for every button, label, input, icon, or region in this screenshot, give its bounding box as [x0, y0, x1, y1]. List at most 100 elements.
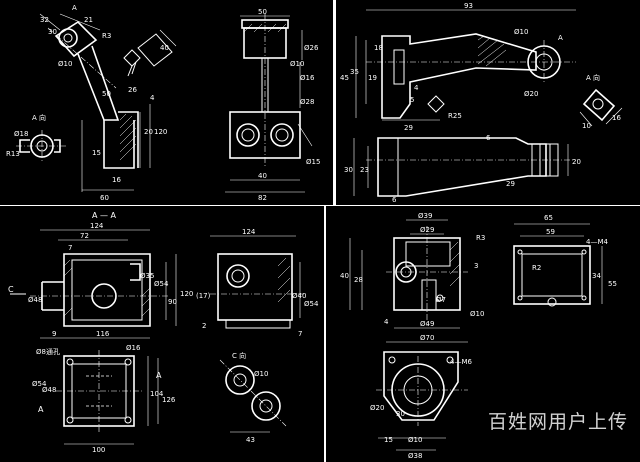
arrow-c: C — [8, 285, 14, 294]
view-a-detail — [579, 88, 623, 127]
dim-4: 4 — [384, 318, 389, 326]
dim-32: 32 — [40, 16, 49, 24]
dim-dia-38: Ø38 — [408, 452, 422, 460]
dim-dia-18: Ø18 — [14, 130, 28, 138]
dim-4: 4 — [414, 84, 419, 92]
dim-18: 18 — [374, 44, 383, 52]
dim-35: 35 — [350, 68, 359, 76]
front-view-right — [225, 14, 313, 193]
dim-dia-54: Ø54 — [154, 280, 169, 288]
dim-15: 15 — [92, 149, 101, 157]
view-a-label: A — [72, 4, 77, 12]
dim-30: 30 — [344, 166, 353, 174]
dim-9: 9 — [52, 330, 56, 338]
dim-116: 116 — [96, 330, 110, 338]
watermark: 百姓网用户上传 — [487, 411, 628, 433]
dim-2: 2 — [202, 322, 206, 330]
dim-34: 34 — [592, 272, 601, 280]
dim-dia-48b: Ø48 — [42, 386, 56, 394]
section-label: A — A — [92, 211, 117, 220]
drawing-housing: A — A 124 72 7 Ø35 Ø54 C Ø48 120 90 116 … — [8, 211, 319, 454]
dim-21: 21 — [84, 16, 93, 24]
dim-124b: 124 — [242, 228, 256, 236]
dim-dia-15: Ø15 — [306, 158, 320, 166]
dim-dia-10: Ø10 — [470, 310, 484, 318]
support-top-view — [376, 351, 468, 451]
dim-30: 30 — [396, 410, 405, 418]
dim-dia-54b: Ø54 — [32, 380, 47, 388]
holes-note: Ø8通孔 — [36, 347, 60, 356]
dim-dia-10b: Ø10 — [290, 60, 304, 68]
dim-dia-49: Ø49 — [420, 320, 434, 328]
thread-4-m4: 4—M4 — [586, 238, 608, 246]
view-a-dir-label: A 向 — [32, 113, 46, 122]
dim-dia-10: Ø10 — [254, 370, 268, 378]
dim-dia-35: Ø35 — [140, 272, 154, 280]
dim-43: 43 — [246, 436, 255, 444]
dim-dia-16: Ø16 — [126, 344, 141, 352]
drawing-panel-top-right: 93 A Ø10 Ø20 18 45 35 19 4 5 R25 29 6 A … — [336, 0, 640, 205]
dim-40: 40 — [340, 272, 349, 280]
drawing-panel-top-left: A 21 32 30 Ø10 R3 40 50 26 4 20 120 16 6… — [0, 0, 333, 205]
lever-top-view — [353, 137, 576, 197]
dim-23: 23 — [360, 166, 369, 174]
dim-dia-54c: Ø54 — [304, 300, 319, 308]
drawing-support: Ø39 Ø29 R3 40 28 3 Ø7 Ø10 4 Ø49 Ø70 65 5… — [340, 212, 617, 460]
dim-dia-26: Ø26 — [304, 44, 319, 52]
dim-15: 15 — [384, 436, 393, 444]
drawing-lever-bracket: 93 A Ø10 Ø20 18 45 35 19 4 5 R25 29 6 A … — [340, 2, 623, 204]
support-side-view — [513, 223, 603, 307]
dim-40: 40 — [160, 44, 169, 52]
drawing-bracket-arm: A 21 32 30 Ø10 R3 40 50 26 4 20 120 16 6… — [6, 4, 320, 202]
dim-40b: 40 — [258, 172, 267, 180]
dim-65: 65 — [544, 214, 553, 222]
view-a-dir-label: A 向 — [586, 73, 600, 82]
dim-82: 82 — [258, 194, 267, 202]
radius-r3: R3 — [476, 234, 485, 242]
section-a-a — [10, 229, 177, 339]
view-c-label: C 向 — [232, 351, 246, 360]
dim-dia-10: Ø10 — [514, 28, 528, 36]
dim-dia-20: Ø20 — [524, 90, 538, 98]
dim-126: 126 — [162, 396, 176, 404]
dim-4: 4 — [150, 94, 155, 102]
dim-20: 20 — [144, 128, 153, 136]
radius-r3: R3 — [102, 32, 111, 40]
dim-7: 7 — [68, 244, 72, 252]
dim-dia-10b: Ø10 — [408, 436, 422, 444]
dim-30: 30 — [48, 28, 57, 36]
dim-26: 26 — [128, 86, 137, 94]
section-mark-a-right: A — [156, 371, 162, 380]
dim-29: 29 — [404, 124, 413, 132]
thread-4-m6: 4—M6 — [450, 358, 472, 366]
top-dim-50: 50 — [258, 8, 267, 16]
dim-124: 124 — [90, 222, 104, 230]
section-mark-a-left: A — [38, 405, 44, 414]
dim-100: 100 — [92, 446, 105, 454]
dim-29b: 29 — [506, 180, 515, 188]
dim-3: 3 — [474, 262, 478, 270]
dim-59: 59 — [546, 228, 555, 236]
dim-dia-7: Ø7 — [436, 296, 446, 304]
dim-19: 19 — [368, 74, 377, 82]
dim-16: 16 — [112, 176, 121, 184]
dim-6: 6 — [486, 134, 491, 142]
dim-dia-28: Ø28 — [300, 98, 314, 106]
view-a-detail — [16, 130, 66, 162]
dim-dia-10: Ø10 — [58, 60, 72, 68]
top-view — [56, 350, 159, 445]
view-c — [219, 359, 287, 433]
dim-28: 28 — [354, 276, 363, 284]
dim-dia-39: Ø39 — [418, 212, 432, 220]
dim-5: 5 — [410, 96, 414, 104]
dim-104: 104 — [150, 390, 164, 398]
dim-10: 10 — [582, 122, 591, 130]
dim-72: 72 — [80, 232, 89, 240]
dim-dia-70: Ø70 — [420, 334, 434, 342]
dim-60: 60 — [100, 194, 109, 202]
dim-93: 93 — [464, 2, 473, 10]
dim-dia-20: Ø20 — [370, 404, 384, 412]
dim-dia-40: Ø40 — [292, 292, 306, 300]
view-a-label: A — [558, 34, 563, 42]
dim-120: 120 — [154, 128, 167, 136]
